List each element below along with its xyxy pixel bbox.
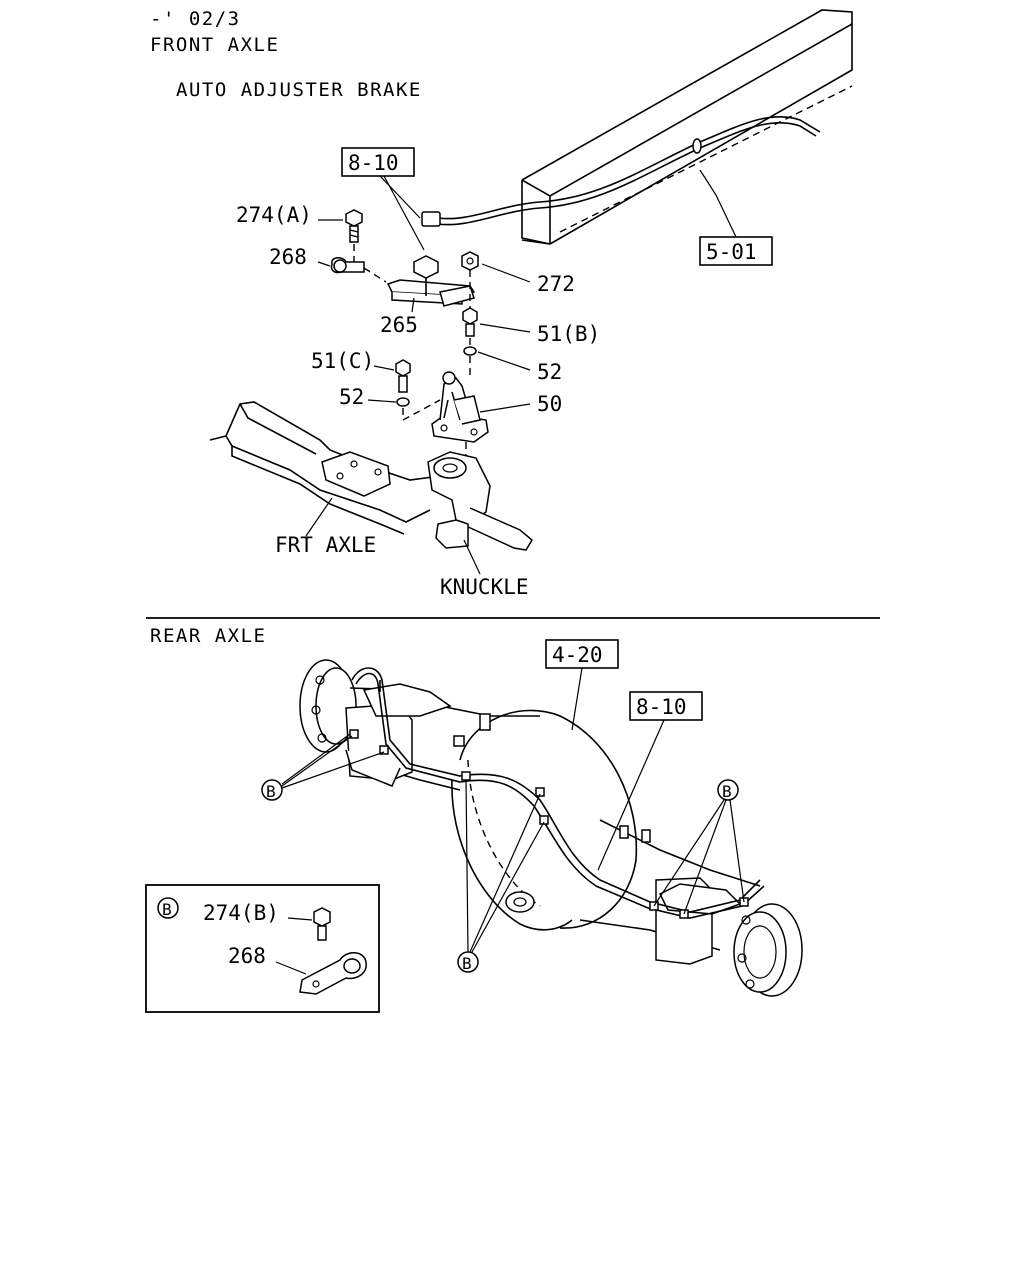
leader-51b xyxy=(479,323,531,333)
leader-268-front xyxy=(317,261,331,267)
leader-4-20 xyxy=(571,667,583,731)
ref-box-8-10-front[interactable]: 8-10 xyxy=(341,147,415,177)
section-title-front-axle: FRONT AXLE xyxy=(150,34,279,56)
rear-axle-housing xyxy=(299,659,803,997)
bolt-51c xyxy=(395,359,411,393)
nut-272 xyxy=(461,251,479,271)
leader-272 xyxy=(481,263,531,283)
label-51b: 51(B) xyxy=(537,322,600,346)
leader-5-01 xyxy=(699,169,737,238)
callout-b-left[interactable]: B xyxy=(261,779,283,801)
washer-52-right xyxy=(463,346,477,356)
leader-8-10-rear xyxy=(597,719,665,871)
label-265: 265 xyxy=(380,313,418,337)
ref-box-8-10-rear[interactable]: 8-10 xyxy=(629,691,703,721)
svg-text:8-10: 8-10 xyxy=(348,151,399,175)
leader-8-10-b xyxy=(383,175,425,251)
front-axle-beam xyxy=(209,401,441,535)
leader-265 xyxy=(411,297,415,313)
bolt-51b xyxy=(462,307,478,337)
label-274b: 274(B) xyxy=(203,901,279,925)
label-272: 272 xyxy=(537,272,575,296)
leader-frt-axle xyxy=(305,497,333,537)
label-268-inset: 268 xyxy=(228,944,266,968)
label-52-right: 52 xyxy=(537,360,562,384)
leader-51c xyxy=(373,365,395,371)
clip-268-inset xyxy=(299,952,367,995)
label-274a: 274(A) xyxy=(236,203,312,227)
leader-50 xyxy=(479,403,531,413)
svg-text:5-01: 5-01 xyxy=(706,240,757,264)
leaders-b-right xyxy=(653,799,745,915)
label-52-left: 52 xyxy=(339,385,364,409)
ref-box-5-01[interactable]: 5-01 xyxy=(699,236,773,266)
label-knuckle: KNUCKLE xyxy=(440,575,529,599)
leader-268-inset xyxy=(275,961,307,975)
label-frt-axle: FRT AXLE xyxy=(275,533,376,557)
bracket-265 xyxy=(386,255,476,307)
leaders-b-bottom xyxy=(465,779,545,953)
inset-marker-b: B xyxy=(162,900,172,919)
svg-text:B: B xyxy=(266,782,276,801)
label-51c: 51(C) xyxy=(311,349,374,373)
section-title-rear-axle: REAR AXLE xyxy=(150,625,266,647)
bolt-274b xyxy=(313,907,331,941)
leader-knuckle xyxy=(463,539,481,575)
leader-274b xyxy=(287,917,313,921)
rear-sensor-harness xyxy=(351,667,765,919)
sensor-bracket-50 xyxy=(431,371,489,443)
leader-8-10-a xyxy=(379,175,421,219)
steering-knuckle xyxy=(427,451,533,551)
svg-text:8-10: 8-10 xyxy=(636,695,687,719)
label-268-front: 268 xyxy=(269,245,307,269)
inset-detail-b: B 274(B) 268 xyxy=(145,884,380,1013)
callout-b-right[interactable]: B xyxy=(717,779,739,801)
bolt-274a xyxy=(345,209,363,243)
clip-268 xyxy=(330,257,365,274)
svg-text:4-20: 4-20 xyxy=(552,643,603,667)
subsection-title: AUTO ADJUSTER BRAKE xyxy=(176,79,422,101)
svg-text:B: B xyxy=(462,954,472,973)
sensor-harness xyxy=(421,116,821,227)
diagram-code: -' 02/3 xyxy=(150,8,241,30)
washer-52-left xyxy=(396,397,410,407)
callout-b-bottom[interactable]: B xyxy=(457,951,479,973)
leader-52-left xyxy=(367,399,397,403)
ref-box-4-20[interactable]: 4-20 xyxy=(545,639,619,669)
leader-52-right xyxy=(477,351,531,371)
leaders-b-left xyxy=(281,733,385,789)
svg-text:B: B xyxy=(722,782,732,801)
label-50: 50 xyxy=(537,392,562,416)
